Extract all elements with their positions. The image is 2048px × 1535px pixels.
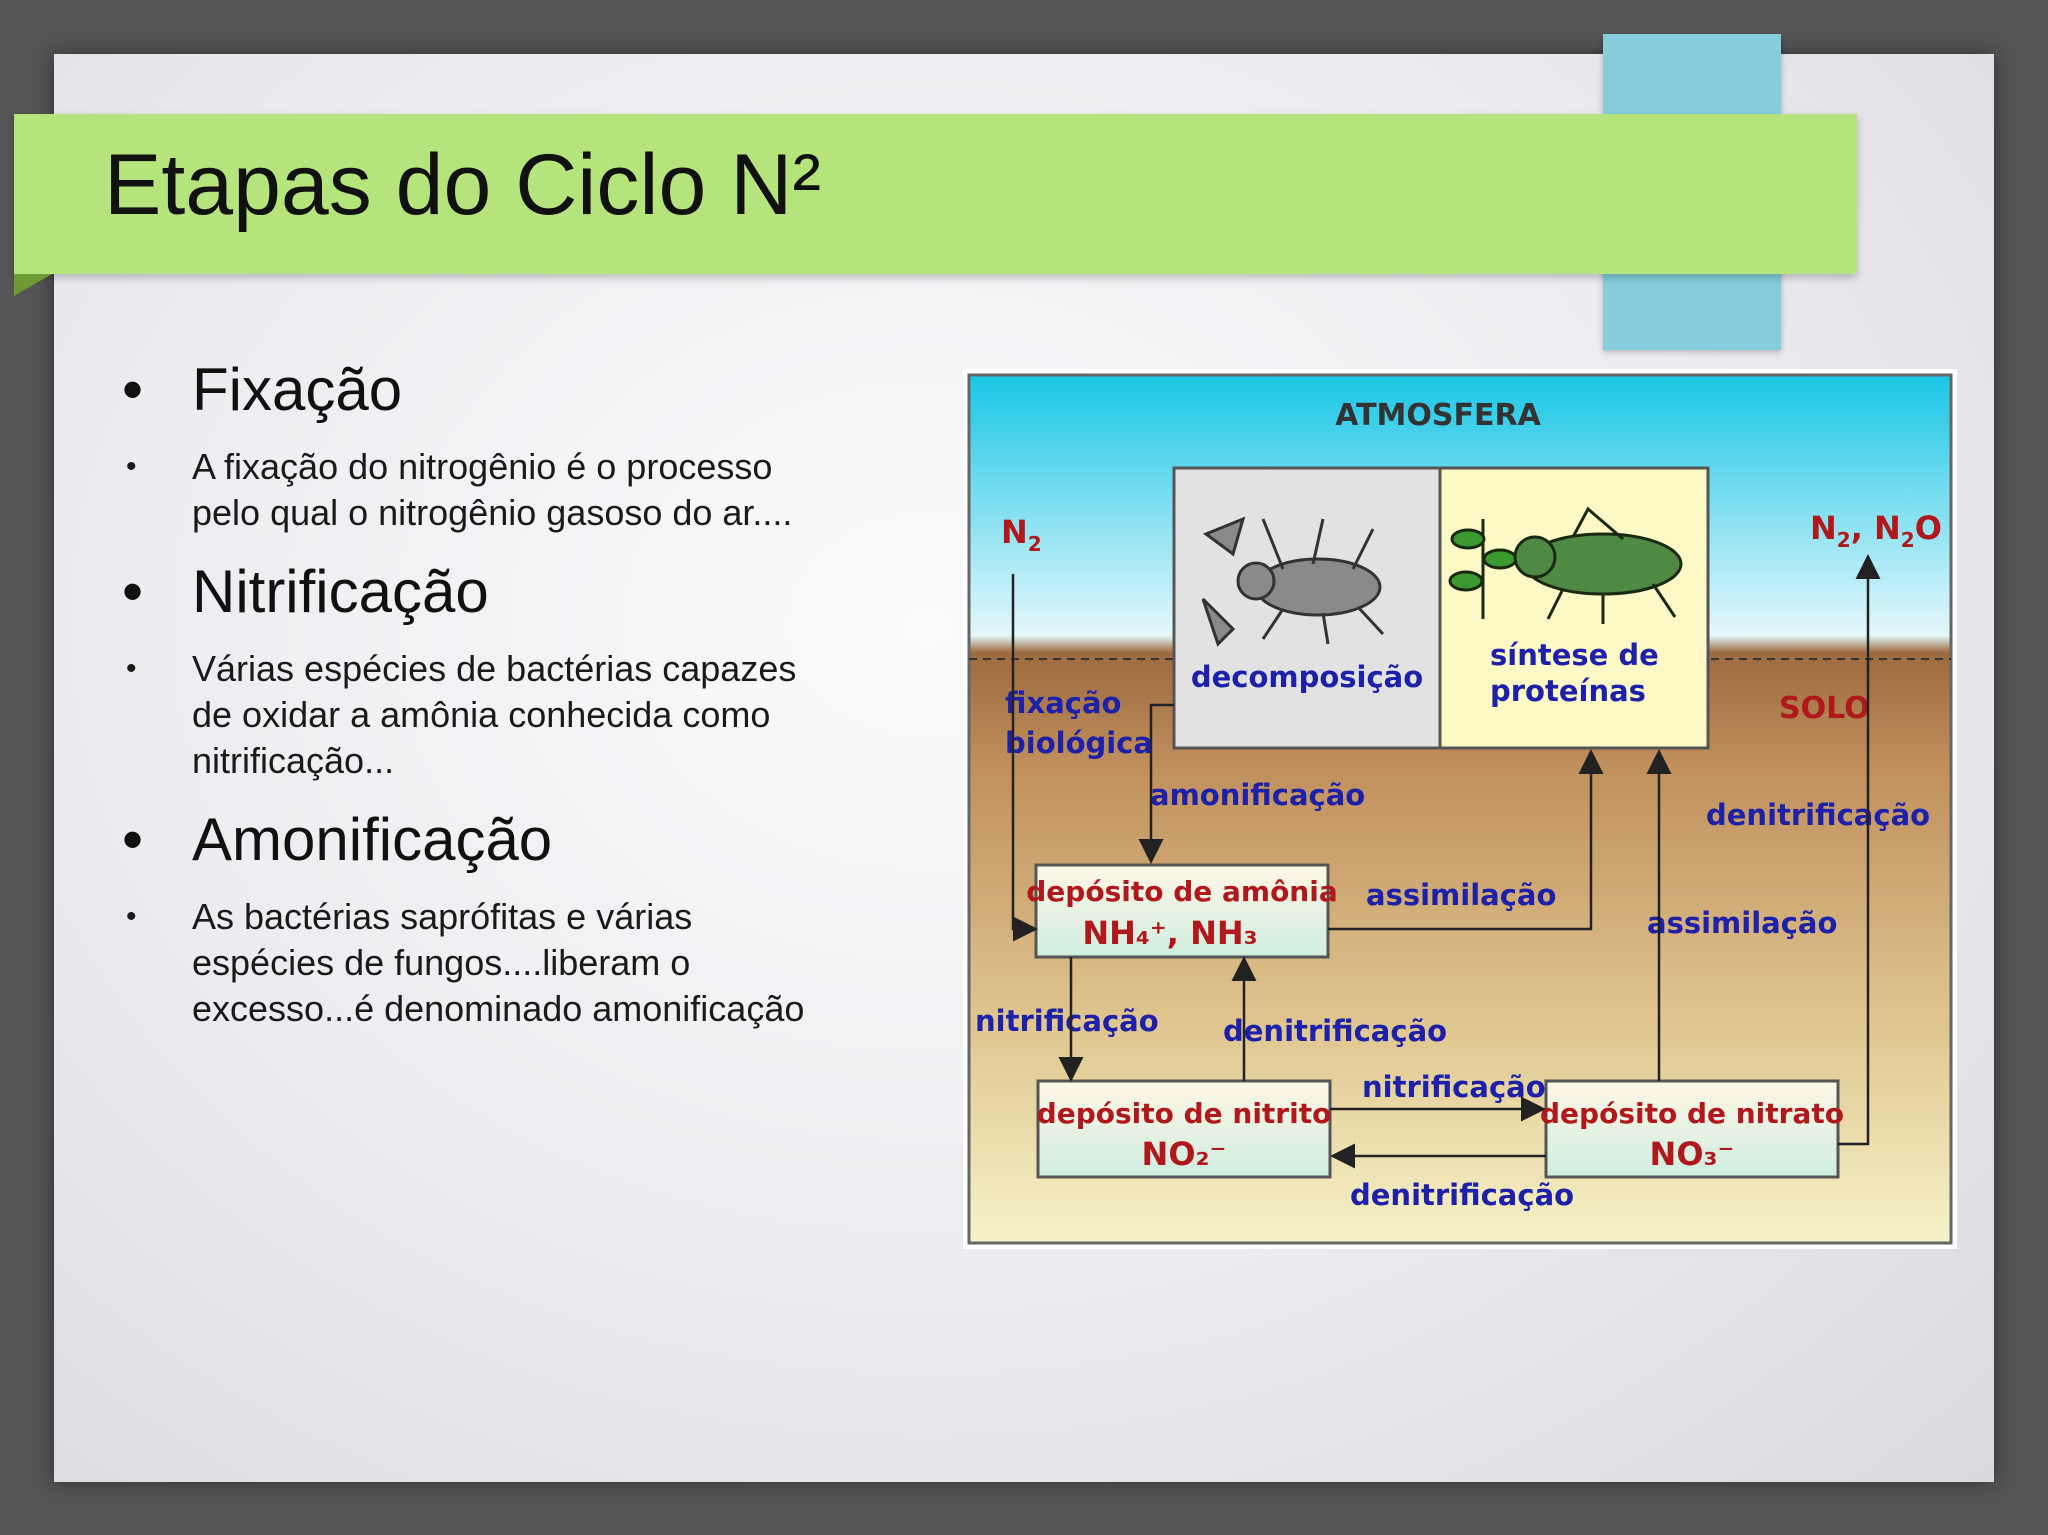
arrow-denitrificacao-n2 xyxy=(1838,554,1881,1146)
plant-grasshopper-icon xyxy=(1448,506,1683,624)
label-n2-left: N2 xyxy=(1001,513,1042,556)
ammonia-deposit-box xyxy=(1034,863,1330,959)
bullet-line: Várias espécies de bactérias capazes xyxy=(192,648,797,689)
bullet-heading-nitrificacao: Nitrificação xyxy=(122,558,912,626)
label-fixacao-1: fixação xyxy=(1005,686,1121,720)
decomposed-grasshopper-icon xyxy=(1201,516,1385,647)
diagram-arrows xyxy=(1011,554,1881,1169)
label-sintese-2: proteínas xyxy=(1490,674,1646,708)
label-nitrificacao-mid: nitrificação xyxy=(1362,1070,1546,1104)
title-fold xyxy=(14,274,52,296)
bullet-list: Fixação A fixação do nitrogênio é o proc… xyxy=(122,356,912,1054)
arrow-amonificacao xyxy=(1138,703,1174,864)
label-atmosfera: ATMOSFERA xyxy=(1335,398,1541,433)
bullet-heading-fixacao: Fixação xyxy=(122,356,912,424)
label-denitrificacao-right: denitrificação xyxy=(1706,798,1930,832)
bullet-line: espécies de fungos....liberam o xyxy=(192,942,691,983)
label-deposito-nitrito: depósito de nitrito xyxy=(1037,1097,1332,1130)
label-denitrificacao-bottom: denitrificação xyxy=(1350,1178,1574,1212)
label-n2-n2o-right: N2, N2O xyxy=(1810,509,1942,552)
nitrite-deposit-box xyxy=(1036,1079,1332,1179)
arrow-fixacao xyxy=(1011,574,1038,942)
bullet-line: A fixação do nitrogênio é o processo xyxy=(192,446,773,487)
label-amonificacao: amonificação xyxy=(1150,778,1365,812)
arrow-assimilacao-1 xyxy=(1328,749,1604,931)
bullet-line: nitrificação... xyxy=(192,740,395,781)
label-deposito-nitrato: depósito de nitrato xyxy=(1540,1097,1844,1130)
protein-synthesis-box xyxy=(1438,466,1710,750)
nitrogen-cycle-diagram: ATMOSFERA SOLO decomposição síntese de p… xyxy=(963,369,1957,1249)
label-fixacao-2: biológica xyxy=(1005,726,1153,760)
diagram-svg: ATMOSFERA SOLO decomposição síntese de p… xyxy=(967,373,1953,1245)
bullet-text-fixacao: A fixação do nitrogênio é o processo pel… xyxy=(122,444,912,536)
formula-nitrato: NO₃⁻ xyxy=(1650,1135,1735,1173)
bullet-heading-amonificacao: Amonificação xyxy=(122,806,912,874)
label-assimilacao-2: assimilação xyxy=(1647,906,1837,940)
formula-amonia: NH₄⁺, NH₃ xyxy=(1082,914,1257,952)
label-denitrificacao-mid: denitrificação xyxy=(1223,1014,1447,1048)
slide-title: Etapas do Ciclo N² xyxy=(104,137,821,233)
label-deposito-amonia: depósito de amônia xyxy=(1026,875,1337,908)
label-nitrificacao-left: nitrificação xyxy=(975,1004,1159,1038)
bullet-line: excesso...é denominado amonificação xyxy=(192,988,805,1029)
nitrate-deposit-box xyxy=(1544,1079,1840,1179)
title-bar xyxy=(14,114,1857,274)
formula-nitrito: NO₂⁻ xyxy=(1142,1135,1227,1173)
label-sintese-1: síntese de xyxy=(1490,638,1659,672)
label-solo: SOLO xyxy=(1779,691,1870,726)
bullet-text-amonificacao: As bactérias saprófitas e várias espécie… xyxy=(122,894,912,1032)
label-assimilacao-1: assimilação xyxy=(1366,878,1556,912)
bullet-text-nitrificacao: Várias espécies de bactérias capazes de … xyxy=(122,646,912,784)
bullet-line: As bactérias saprófitas e várias xyxy=(192,896,693,937)
label-decomposicao: decomposição xyxy=(1191,660,1423,694)
bullet-line: de oxidar a amônia conhecida como xyxy=(192,694,771,735)
bullet-line: pelo qual o nitrogênio gasoso do ar.... xyxy=(192,492,793,533)
